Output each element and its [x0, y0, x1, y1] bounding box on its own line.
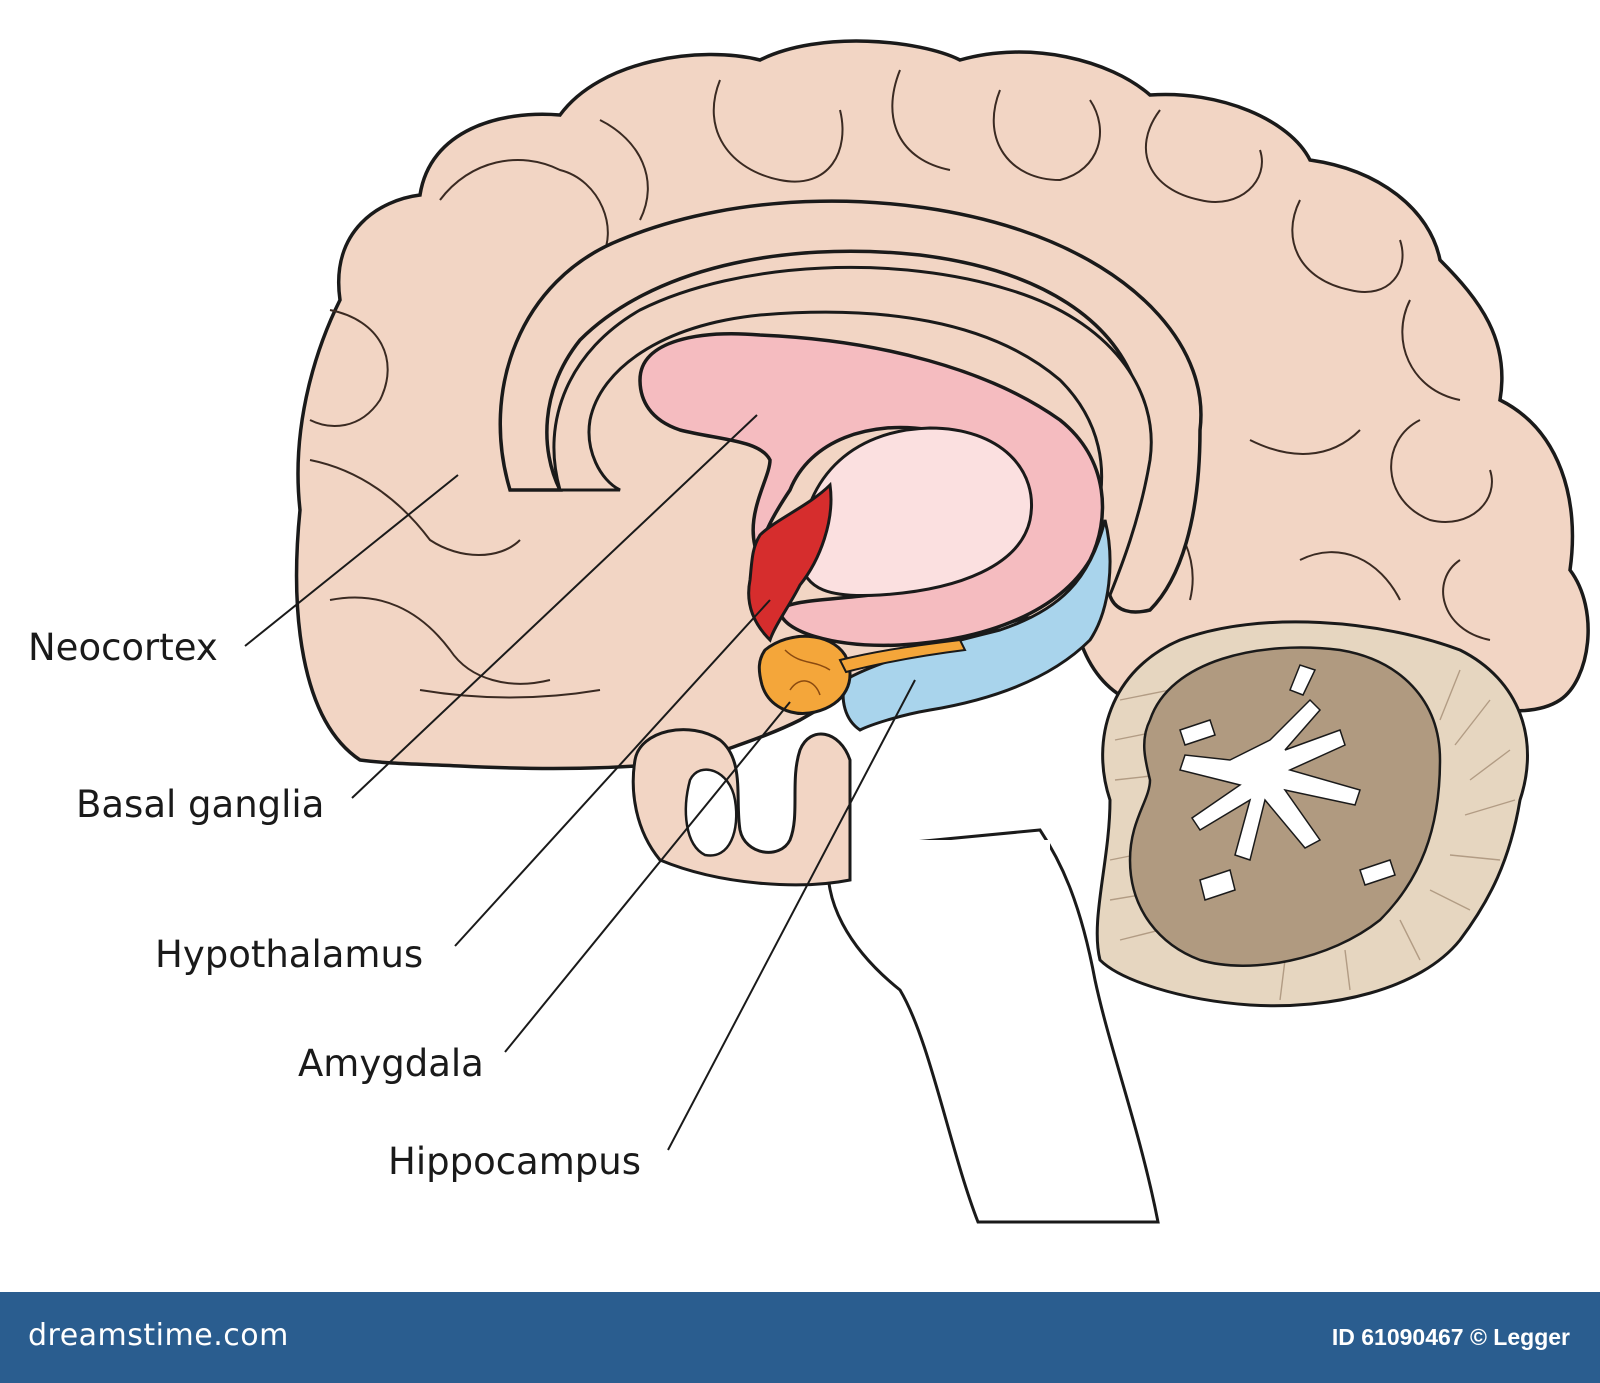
leader-line-amygdala	[504, 701, 791, 1053]
leader-line-basal-ganglia	[351, 414, 758, 799]
brain-diagram	[244, 39, 1590, 1224]
thalamus	[798, 426, 1033, 598]
amygdala-shape	[757, 634, 852, 715]
cingulate-gyrus	[498, 199, 1203, 614]
leader-line-hippocampus	[667, 679, 916, 1151]
gyri-lines	[309, 69, 1493, 699]
label-basal-ganglia: Basal ganglia	[76, 783, 325, 826]
pituitary-region	[631, 728, 852, 887]
hippocampus-shape	[841, 519, 1112, 732]
brainstem	[826, 828, 1160, 1224]
leader-line-neocortex	[244, 474, 459, 647]
fornix-strip	[838, 638, 967, 674]
label-hypothalamus: Hypothalamus	[155, 933, 424, 976]
label-neocortex: Neocortex	[28, 626, 218, 669]
footer-image-id: ID 61090467 © Legger	[1331, 1324, 1570, 1350]
leader-line-hypothalamus	[454, 599, 771, 947]
label-amygdala: Amygdala	[298, 1042, 484, 1085]
footer-bar: dreamstime.com ID 61090467 © Legger	[0, 1292, 1600, 1383]
leader-lines	[244, 414, 916, 1151]
label-hippocampus: Hippocampus	[388, 1140, 641, 1183]
footer-brand[interactable]: dreamstime.com	[28, 1318, 289, 1353]
arbor-vitae-branches	[1179, 664, 1396, 901]
